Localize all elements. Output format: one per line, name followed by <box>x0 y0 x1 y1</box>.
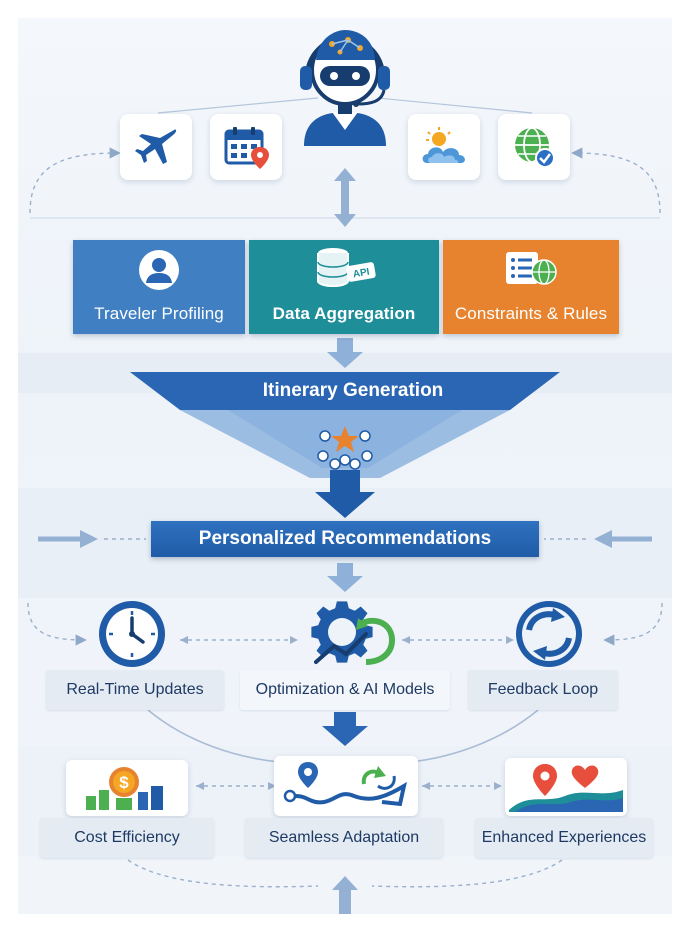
connector-lines <box>27 97 663 914</box>
personalized-recommendations-bar: Personalized Recommendations <box>151 521 539 557</box>
stage-constraints-rules: Constraints & Rules <box>443 240 619 334</box>
gear-optimization-icon <box>311 601 396 665</box>
location-heart-icon <box>509 764 623 812</box>
enhanced-experiences-card <box>505 758 627 816</box>
process-feedback-loop: Feedback Loop <box>468 670 618 710</box>
api-badge-text: API <box>352 267 371 281</box>
star-hub-icon <box>317 426 373 470</box>
diagram-canvas: Traveler Profiling API Data Aggregation … <box>18 18 672 914</box>
outcome-cost-efficiency: Cost Efficiency <box>40 818 214 858</box>
stage-label: Traveler Profiling <box>94 304 224 323</box>
process-real-time-updates: Real-Time Updates <box>46 670 224 710</box>
airplane-icon <box>135 129 177 164</box>
flight-tile <box>120 114 192 180</box>
calendar-tile <box>210 114 282 180</box>
seamless-adaptation-card <box>274 756 418 816</box>
user-profile-icon <box>139 250 179 290</box>
feedback-loop-icon <box>516 601 582 667</box>
cost-efficiency-card: $ <box>66 760 188 816</box>
route-adaptation-icon <box>283 762 407 807</box>
clock-icon <box>99 601 165 667</box>
globe-check-icon <box>515 127 555 168</box>
stage-label: Constraints & Rules <box>454 304 608 323</box>
weather-tile <box>408 114 480 180</box>
itinerary-generation-label: Itinerary Generation <box>262 380 444 401</box>
outcome-seamless-adaptation: Seamless Adaptation <box>245 818 443 858</box>
weather-cloud-sun-icon <box>422 127 465 163</box>
stage-label: Data Aggregation <box>272 304 416 323</box>
stage-traveler-profiling: Traveler Profiling <box>73 240 245 334</box>
ai-agent-robot-icon <box>300 30 390 146</box>
cost-chart-icon: $ <box>86 767 163 810</box>
database-api-icon: API <box>317 248 376 288</box>
globe-tile <box>498 114 570 180</box>
checklist-globe-icon <box>506 252 557 285</box>
process-optimization-ai-models: Optimization & AI Models <box>240 670 450 710</box>
outcome-enhanced-experiences: Enhanced Experiences <box>475 818 653 858</box>
stage-data-aggregation: API Data Aggregation <box>249 240 439 334</box>
calendar-location-icon <box>224 127 269 169</box>
dollar-sign-text: $ <box>119 773 129 792</box>
